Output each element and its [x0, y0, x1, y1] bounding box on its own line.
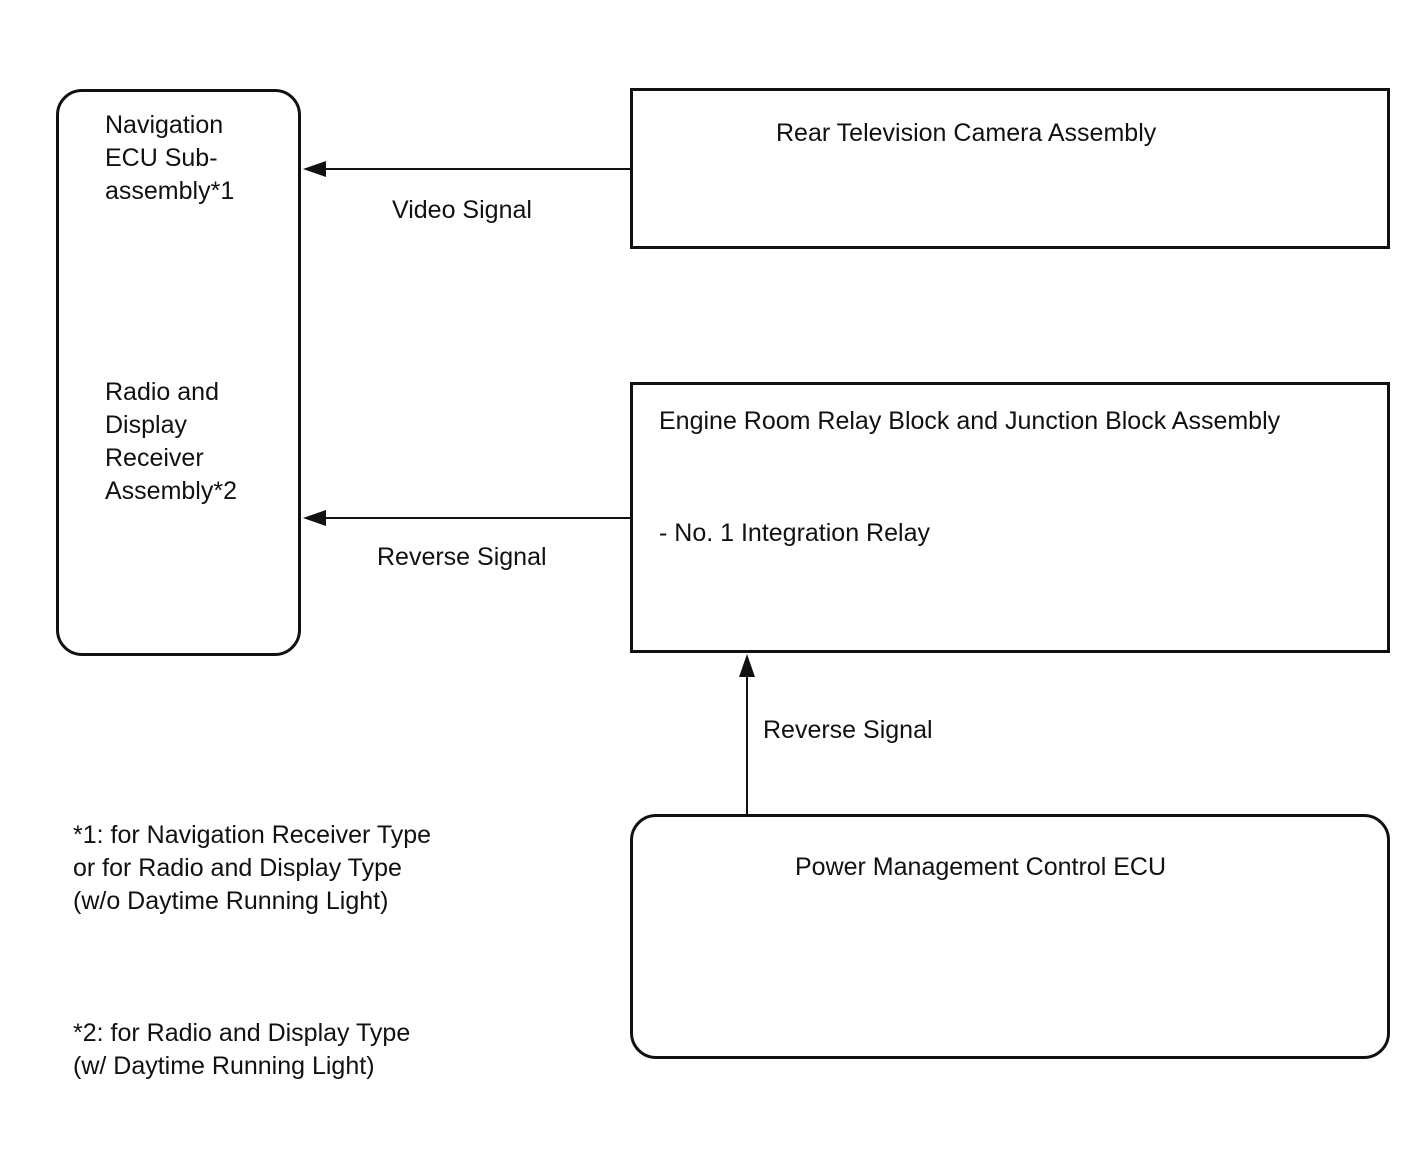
power-management-ecu-label: Power Management Control ECU — [795, 853, 1166, 881]
navigation-ecu-label: Navigation ECU Sub- assembly*1 — [105, 111, 235, 205]
video-signal-label: Video Signal — [392, 196, 532, 224]
engine-room-relay-label: Engine Room Relay Block and Junction Blo… — [659, 407, 1281, 435]
rear-camera-label: Rear Television Camera Assembly — [776, 119, 1157, 147]
navigation-receiver-block — [56, 89, 301, 656]
reverse-signal-receiver-label: Reverse Signal — [377, 543, 547, 571]
reverse-signal-relay-arrowhead — [739, 654, 755, 677]
power-management-ecu-block — [630, 814, 1390, 1059]
reverse-signal-relay-label: Reverse Signal — [763, 716, 933, 744]
footnote-2: *2: for Radio and Display Type (w/ Dayti… — [73, 1019, 411, 1080]
engine-room-relay-block — [630, 382, 1390, 653]
footnote-1: *1: for Navigation Receiver Type or for … — [73, 821, 432, 915]
video-signal-arrowhead — [303, 161, 326, 177]
radio-display-receiver-label: Radio and Display Receiver Assembly*2 — [105, 378, 237, 505]
reverse-signal-receiver-arrowhead — [303, 510, 326, 526]
integration-relay-label: - No. 1 Integration Relay — [659, 519, 930, 547]
rear-camera-block — [630, 88, 1390, 249]
